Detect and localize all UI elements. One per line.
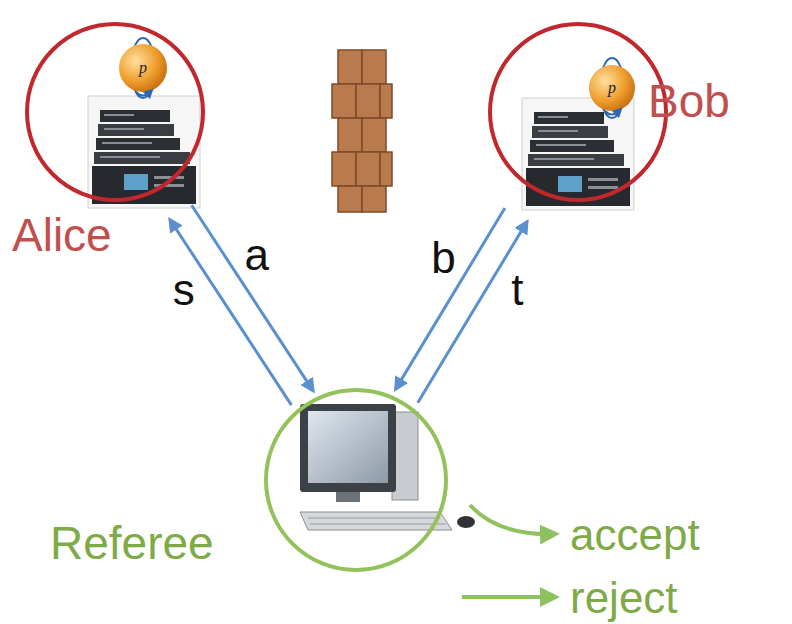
player-circle: Bob [488, 22, 668, 202]
proton [119, 44, 167, 92]
message-label: s [171, 268, 197, 312]
message-arrow [192, 205, 314, 391]
message-arrow [395, 208, 504, 389]
output-arrow [462, 595, 556, 599]
node-heading: Alice [12, 212, 112, 258]
outcome-label: accept [570, 513, 700, 557]
node-heading: Referee [50, 520, 214, 566]
output-arrow [470, 505, 556, 534]
circle-outline [27, 24, 203, 200]
circle-outline [488, 22, 668, 202]
message-label: t [509, 268, 525, 312]
referee-circle: Referee [264, 388, 448, 572]
message-arrow [418, 221, 527, 402]
circle-outline [266, 390, 446, 570]
server-rack [88, 96, 200, 208]
message-label: a [243, 233, 271, 277]
computer [300, 404, 475, 530]
circle-outline [25, 22, 205, 202]
particle-label: p [139, 60, 147, 76]
outcome-label: reject [570, 576, 678, 620]
message-arrow [170, 220, 292, 406]
node-heading: Bob [648, 78, 730, 124]
proton [589, 65, 635, 111]
message-label: b [429, 236, 457, 280]
circle-outline [490, 24, 666, 200]
brick-wall [332, 50, 392, 212]
particle-label: p [608, 80, 616, 96]
player-circle: Alice [25, 22, 205, 202]
circle-outline [264, 388, 448, 572]
